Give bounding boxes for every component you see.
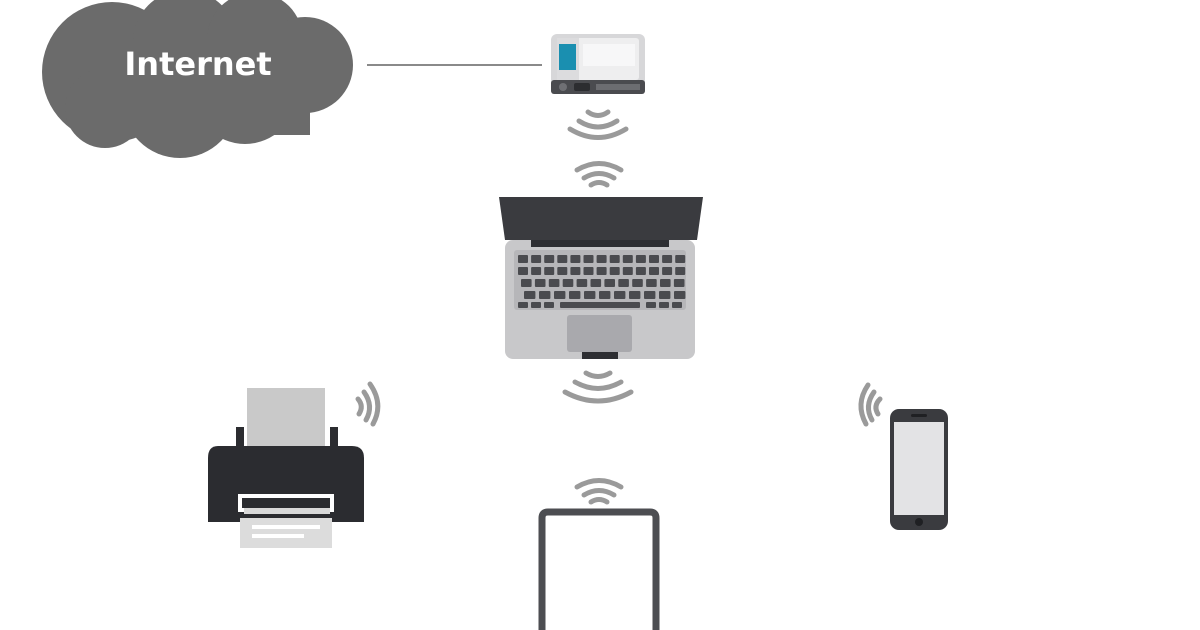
keyboard-key: [596, 267, 607, 275]
keyboard-key: [622, 255, 633, 263]
keyboard-key: [518, 302, 528, 308]
laptop-icon: [499, 197, 703, 359]
keyboard-key: [622, 267, 633, 275]
keyboard-key: [524, 291, 536, 299]
keyboard-key: [534, 279, 546, 287]
keyboard-key: [518, 267, 528, 275]
keyboard-key: [618, 279, 629, 287]
keyboard-key: [649, 255, 659, 263]
cloud-label: Internet: [124, 45, 271, 83]
keyboard-key: [675, 255, 686, 263]
keyboard-key: [646, 279, 657, 287]
keyboard-key: [584, 291, 596, 299]
printer-wifi-icon: [355, 381, 381, 427]
keyboard-key: [531, 302, 541, 308]
cloud-shape: [42, 0, 353, 158]
keyboard-key: [596, 255, 607, 263]
keyboard-key: [604, 279, 615, 287]
keyboard-key: [646, 302, 656, 308]
keyboard-key: [539, 291, 551, 299]
keyboard-key: [635, 255, 646, 263]
smartphone-icon: [890, 409, 948, 530]
keyboard-key: [544, 255, 555, 263]
keyboard-key: [662, 255, 673, 263]
keyboard-key: [635, 267, 646, 275]
keyboard-key: [609, 267, 620, 275]
router-wifi-icon: [567, 109, 629, 140]
smartphone-wifi-icon: [858, 382, 883, 427]
keyboard-spacebar: [560, 302, 640, 308]
keyboard-key: [570, 267, 581, 275]
keyboard-key: [562, 279, 574, 287]
keyboard-key: [632, 279, 643, 287]
keyboard-key: [674, 291, 686, 299]
keyboard-key: [570, 255, 581, 263]
keyboard-key: [644, 291, 656, 299]
internet-cloud: Internet: [42, 0, 353, 158]
keyboard-key: [583, 255, 594, 263]
keyboard-key: [662, 267, 673, 275]
keyboard-key: [544, 302, 554, 308]
keyboard-key: [531, 267, 542, 275]
keyboard-key: [557, 255, 568, 263]
keyboard-key: [569, 291, 581, 299]
keyboard-key: [673, 279, 685, 287]
keyboard-key: [599, 291, 611, 299]
router-icon: [551, 34, 645, 94]
keyboard-key: [544, 267, 555, 275]
keyboard-key: [518, 255, 528, 263]
keyboard-key: [649, 267, 659, 275]
keyboard-key: [557, 267, 568, 275]
laptop-wifi-top-icon: [574, 161, 624, 188]
keyboard-key: [629, 291, 641, 299]
keyboard-key: [672, 302, 682, 308]
keyboard-key: [660, 279, 671, 287]
keyboard-key: [521, 279, 532, 287]
keyboard-key: [576, 279, 588, 287]
keyboard-key: [548, 279, 560, 287]
keyboard-key: [609, 255, 620, 263]
tablet-icon: [538, 508, 660, 630]
printer-icon: [208, 388, 364, 548]
keyboard-key: [583, 267, 594, 275]
keyboard-key: [590, 279, 602, 287]
laptop-wifi-bottom-icon: [562, 370, 634, 404]
keyboard-key: [659, 302, 669, 308]
tablet-wifi-icon: [574, 478, 624, 505]
keyboard-key: [554, 291, 566, 299]
keyboard-key: [531, 255, 542, 263]
keyboard-key: [659, 291, 671, 299]
keyboard-key: [675, 267, 686, 275]
keyboard-key: [614, 291, 626, 299]
